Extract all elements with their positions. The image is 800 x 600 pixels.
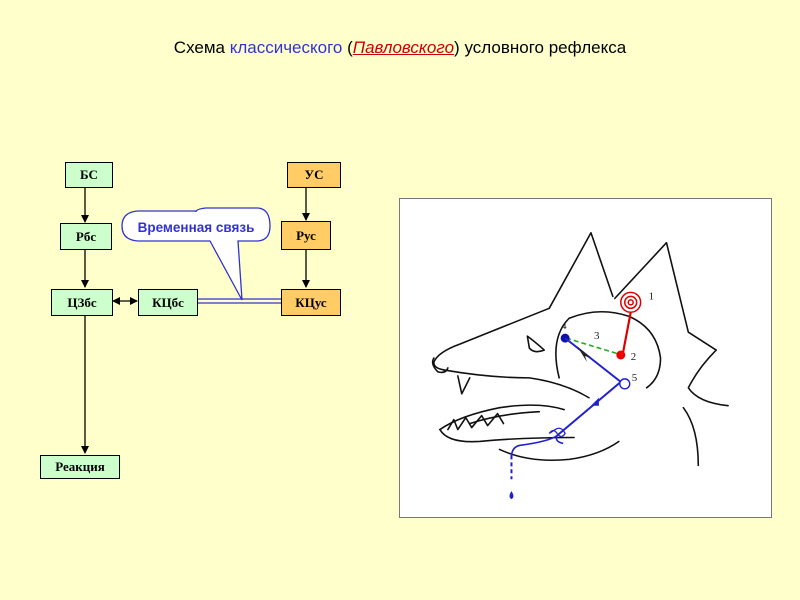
brain-spiral (620, 291, 642, 314)
label-1: 1 (649, 290, 654, 302)
box-us: УС (287, 162, 341, 188)
dog-eye (526, 335, 546, 353)
dog-ear-right (614, 241, 717, 351)
box-bs: БС (65, 162, 113, 188)
title-prefix: Схема (173, 38, 230, 57)
salivary-gland (548, 427, 566, 438)
dark-arrow (577, 346, 591, 362)
page-title: Схема классического (Павловского) условн… (0, 38, 800, 58)
dog-tongue (468, 410, 541, 425)
salivary-duct (510, 434, 564, 458)
box-rus: Рус (281, 221, 331, 250)
box-kcus: КЦус (281, 289, 341, 316)
dog-illustration-panel: 1 2 3 4 5 (399, 198, 772, 518)
red-node (616, 350, 626, 360)
title-open-paren: ( (342, 38, 353, 57)
label-3: 3 (594, 330, 600, 342)
box-kcbs: КЦбс (138, 289, 198, 316)
dog-upper-jaw (443, 369, 590, 399)
dog-neck (682, 349, 729, 467)
red-path (621, 312, 632, 355)
dog-chin (498, 440, 620, 462)
title-accent: классического (229, 38, 343, 57)
gland-node-5 (619, 378, 631, 390)
label-5: 5 (632, 372, 638, 384)
dog-ear-left (548, 231, 614, 310)
title-close-paren: ) (454, 38, 460, 57)
saliva-drop (509, 491, 514, 500)
dog-lower-jaw (439, 404, 565, 431)
speech-bubble (121, 207, 271, 301)
box-rbs: Рбс (60, 223, 112, 250)
dog-lower-lip (439, 428, 575, 443)
dog-illustration: 1 2 3 4 5 (431, 231, 729, 500)
title-accent-italic: Павловского (352, 38, 455, 57)
dog-upper-fang (457, 375, 471, 395)
blue-arrow-down (590, 397, 599, 406)
box-reaction: Реакция (40, 455, 120, 479)
box-czbs: ЦЗбс (51, 289, 113, 316)
dog-cheek (555, 310, 662, 389)
label-2: 2 (631, 351, 636, 363)
dog-snout-top (433, 307, 551, 371)
temporal-link-label: Временная связь (137, 219, 255, 235)
title-suffix: условного рефлекса (459, 38, 627, 57)
label-4: 4 (561, 320, 567, 332)
green-dashed-link (565, 337, 620, 355)
